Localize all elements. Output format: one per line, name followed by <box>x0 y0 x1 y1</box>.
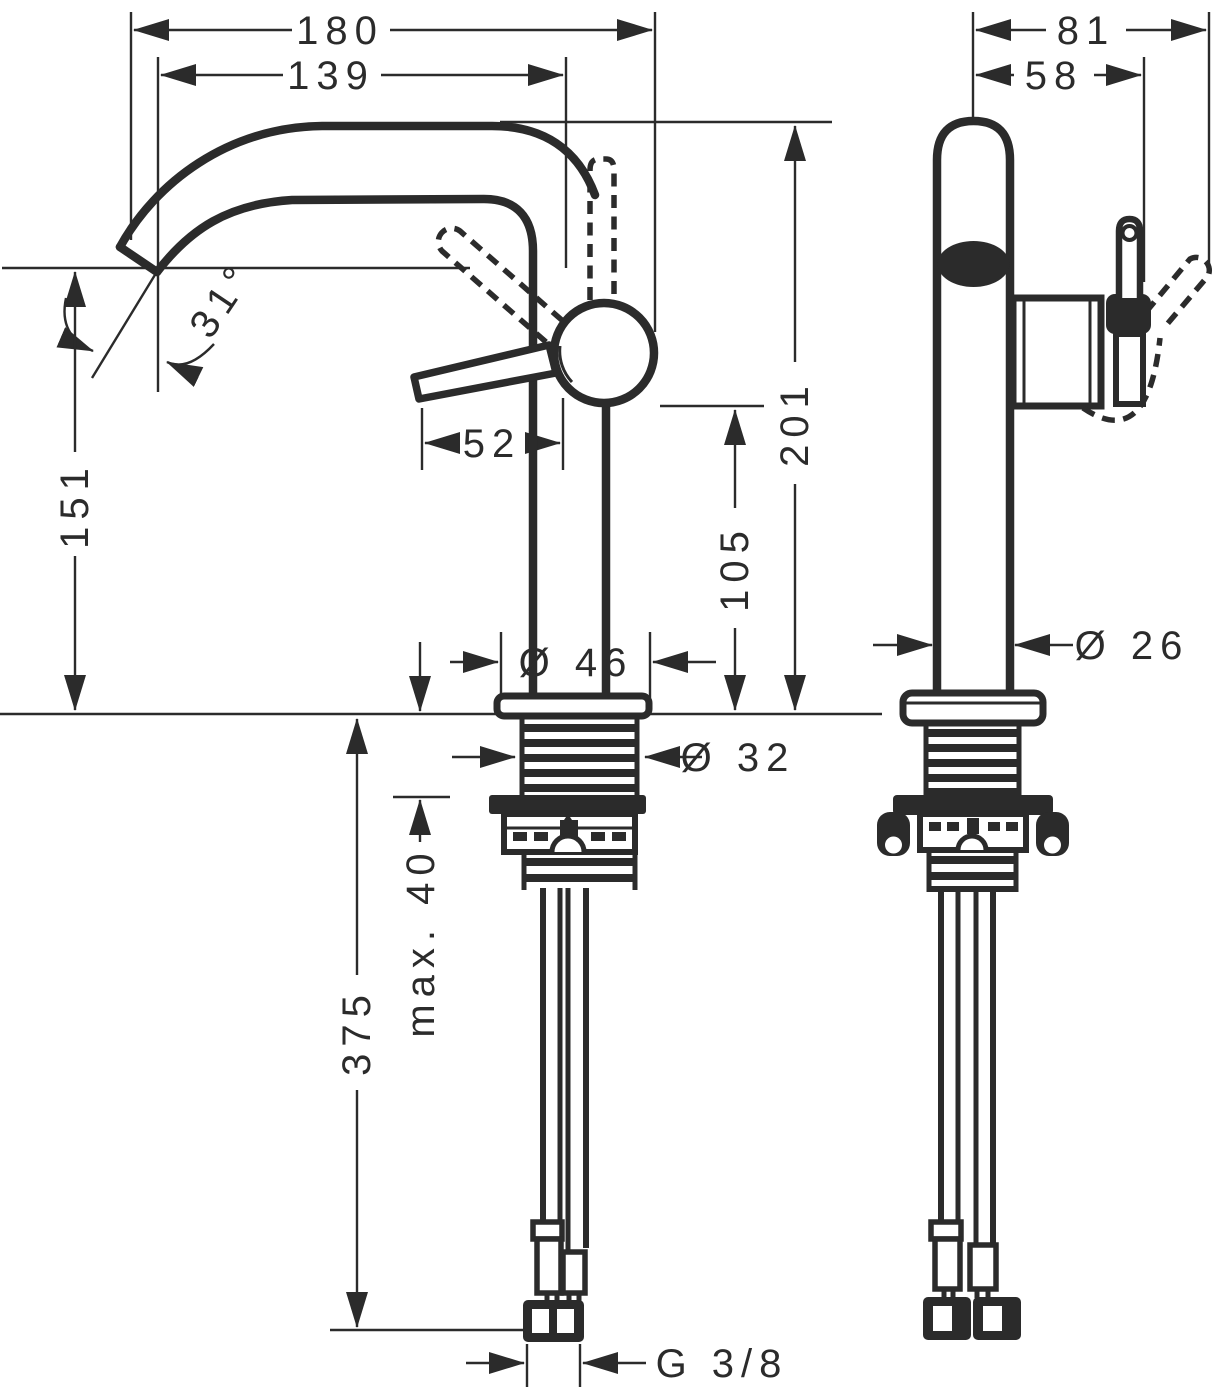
handle-position-up-dashed <box>587 156 617 300</box>
spout-inner-contour <box>152 194 538 702</box>
dim-label-81: 81 <box>1057 9 1116 53</box>
column-contour <box>932 116 1015 702</box>
dim-label-52: 52 <box>463 422 522 466</box>
mounting-side <box>877 689 1069 892</box>
dim-label-max40: max. 40 <box>399 846 443 1037</box>
locknut-assembly <box>489 795 646 890</box>
dim-label-201: 201 <box>773 379 817 467</box>
handle-mount <box>1009 294 1105 410</box>
lever-swing-arc-dashed <box>1081 337 1163 423</box>
dimension-handle-length: 52 <box>420 398 565 470</box>
dim-label-d26: Ø 26 <box>1075 624 1190 668</box>
lever-position-dashed <box>1143 254 1213 331</box>
base-flange <box>493 686 653 720</box>
dimension-total-height: 201 <box>500 120 832 711</box>
dim-label-151: 151 <box>53 461 97 549</box>
dim-label-139: 139 <box>287 54 375 98</box>
faucet-body-side <box>932 116 1213 702</box>
dimension-shank-diameter: Ø 32 <box>452 736 796 780</box>
dim-label-180: 180 <box>296 9 384 53</box>
dimension-hose-length: 375 <box>330 718 525 1332</box>
dim-label-g38: G 3/8 <box>656 1342 789 1386</box>
supply-hoses-front <box>523 888 589 1342</box>
supply-hoses-side <box>923 892 1021 1340</box>
spout-outlet-face <box>115 242 162 277</box>
dimension-spout-angle: 31° <box>56 254 263 387</box>
dimension-connection-thread: G 3/8 <box>466 1342 789 1387</box>
spout-outer-contour <box>115 121 600 252</box>
dim-label-d32: Ø 32 <box>681 736 796 780</box>
dimension-spout-reach: 139 <box>156 54 568 392</box>
handle-position-tilted-dashed <box>435 225 566 345</box>
dimension-handle-depth: 58 <box>975 54 1146 282</box>
faucet-body <box>115 121 659 702</box>
handle-joint <box>549 298 659 408</box>
front-view: 180 139 31° 151 201 <box>0 9 882 1387</box>
dimension-total-depth: 81 <box>971 9 1211 268</box>
dimension-max-thickness: max. 40 <box>393 642 450 1038</box>
dimension-handle-height: 105 <box>660 404 764 711</box>
aerator-outlet <box>937 241 1010 287</box>
dim-label-105: 105 <box>713 524 757 612</box>
side-view: 81 58 Ø 26 <box>873 9 1213 1340</box>
dim-label-d46: Ø 46 <box>519 641 634 685</box>
handle-joint-detail <box>558 345 574 384</box>
dimension-base-diameter: Ø 46 <box>450 632 716 698</box>
dim-label-58: 58 <box>1025 54 1084 98</box>
dimension-total-width: 180 <box>129 9 657 332</box>
dimension-body-diameter: Ø 26 <box>873 624 1190 668</box>
mounting-shank <box>519 716 640 797</box>
dim-label-375: 375 <box>335 988 379 1076</box>
dimension-outlet-height: 151 <box>2 266 470 711</box>
lever-collar <box>1106 294 1151 334</box>
